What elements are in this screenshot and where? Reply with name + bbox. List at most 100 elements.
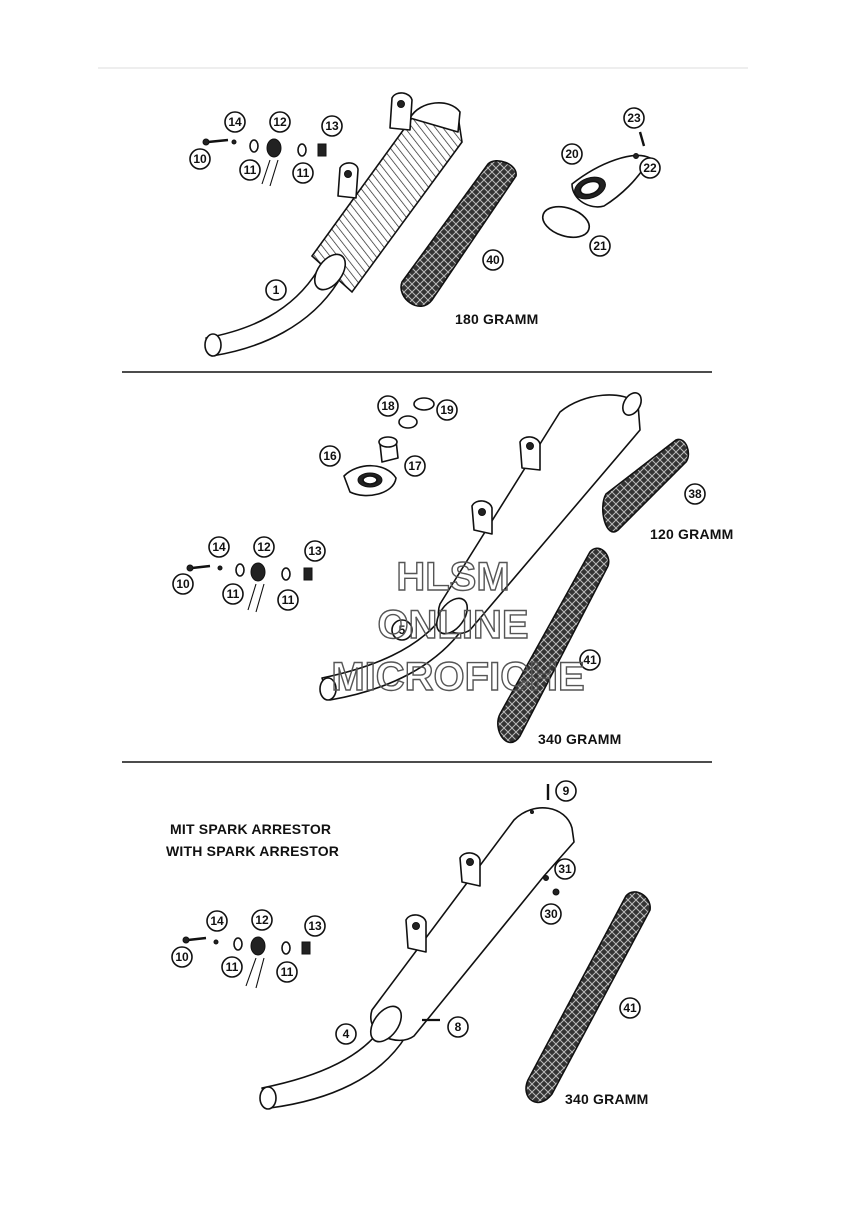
callout-21[interactable]: 21	[589, 235, 611, 257]
washer-18	[398, 415, 418, 429]
callout-11[interactable]: 11	[292, 162, 314, 184]
o-ring-19	[413, 397, 435, 411]
callout-11[interactable]: 11	[276, 961, 298, 983]
callout-5[interactable]: 5	[391, 619, 413, 641]
callout-16[interactable]: 16	[319, 445, 341, 467]
svg-text:ONLINE: ONLINE	[377, 603, 528, 647]
weight-label-180: 180 GRAMM	[455, 311, 538, 327]
callout-10[interactable]: 10	[172, 573, 194, 595]
mount-bracket-4b	[405, 914, 427, 953]
callout-14[interactable]: 14	[208, 536, 230, 558]
callout-13[interactable]: 13	[321, 115, 343, 137]
section-alt-silencer	[186, 392, 690, 744]
damping-pack-38	[602, 438, 690, 533]
callout-11[interactable]: 11	[222, 583, 244, 605]
svg-text:41: 41	[583, 653, 597, 667]
svg-text:31: 31	[558, 862, 572, 876]
callout-38[interactable]: 38	[684, 483, 706, 505]
svg-text:40: 40	[486, 253, 500, 267]
callout-12[interactable]: 12	[253, 536, 275, 558]
svg-text:21: 21	[593, 239, 607, 253]
svg-text:11: 11	[244, 163, 257, 177]
callout-31[interactable]: 31	[554, 858, 576, 880]
callout-10[interactable]: 10	[171, 946, 193, 968]
callout-12[interactable]: 12	[269, 111, 291, 133]
callout-18[interactable]: 18	[377, 395, 399, 417]
svg-text:16: 16	[323, 449, 337, 463]
svg-text:11: 11	[227, 587, 240, 601]
mount-hardware-2	[186, 562, 313, 613]
callout-10[interactable]: 10	[189, 148, 211, 170]
silencer-body-4	[370, 807, 575, 1042]
svg-text:17: 17	[408, 459, 422, 473]
callout-8[interactable]: 8	[447, 1016, 469, 1038]
svg-text:9: 9	[563, 784, 570, 798]
callout-20[interactable]: 20	[561, 143, 583, 165]
svg-text:11: 11	[226, 960, 239, 974]
svg-text:11: 11	[297, 166, 310, 180]
svg-text:5: 5	[399, 623, 406, 637]
weight-label-340-bottom: 340 GRAMM	[565, 1091, 648, 1107]
callout-11[interactable]: 11	[221, 956, 243, 978]
callout-13[interactable]: 13	[304, 915, 326, 937]
spark-arrestor-label-en: WITH SPARK ARRESTOR	[166, 843, 339, 859]
callout-9[interactable]: 9	[555, 780, 577, 802]
svg-text:30: 30	[544, 907, 558, 921]
svg-text:12: 12	[255, 913, 269, 927]
silencer-body-1	[310, 115, 463, 294]
watermark: HLSM ONLINE MICROFICHE	[331, 554, 586, 699]
svg-text:MICROFICHE: MICROFICHE	[331, 655, 584, 699]
svg-text:11: 11	[282, 593, 295, 607]
callout-19[interactable]: 19	[436, 399, 458, 421]
section-standard-silencer	[202, 92, 651, 357]
callout-30[interactable]: 30	[540, 903, 562, 925]
svg-text:18: 18	[381, 399, 395, 413]
svg-text:4: 4	[343, 1027, 350, 1041]
mount-hardware-3	[182, 936, 311, 989]
callout-41[interactable]: 41	[619, 997, 641, 1019]
callout-12[interactable]: 12	[251, 909, 273, 931]
svg-text:22: 22	[643, 161, 657, 175]
svg-text:12: 12	[273, 115, 287, 129]
svg-text:13: 13	[308, 544, 322, 558]
svg-text:13: 13	[308, 919, 322, 933]
mount-bracket-5a	[519, 436, 541, 471]
callout-40[interactable]: 40	[482, 249, 504, 271]
weight-label-120: 120 GRAMM	[650, 526, 733, 542]
callout-13[interactable]: 13	[304, 540, 326, 562]
callout-11[interactable]: 11	[277, 589, 299, 611]
svg-text:19: 19	[440, 403, 454, 417]
svg-text:10: 10	[175, 950, 189, 964]
svg-text:HLSM: HLSM	[396, 555, 509, 599]
weight-label-340-mid: 340 GRAMM	[538, 731, 621, 747]
svg-text:11: 11	[281, 965, 294, 979]
spark-arrestor-label-de: MIT SPARK ARRESTOR	[170, 821, 331, 837]
damping-pack-41-bottom	[525, 891, 651, 1104]
mount-bracket-4a	[459, 852, 481, 887]
svg-text:23: 23	[627, 111, 641, 125]
callout-4[interactable]: 4	[335, 1023, 357, 1045]
callout-11[interactable]: 11	[239, 159, 261, 181]
svg-text:10: 10	[176, 577, 190, 591]
damping-pack-41-mid	[497, 547, 610, 744]
svg-text:38: 38	[688, 487, 702, 501]
callout-14[interactable]: 14	[224, 111, 246, 133]
callout-17[interactable]: 17	[404, 455, 426, 477]
callout-1[interactable]: 1	[265, 279, 287, 301]
svg-text:14: 14	[210, 914, 224, 928]
callout-23[interactable]: 23	[623, 107, 645, 129]
svg-text:10: 10	[193, 152, 207, 166]
callout-22[interactable]: 22	[639, 157, 661, 179]
svg-text:14: 14	[228, 115, 242, 129]
callout-41[interactable]: 41	[579, 649, 601, 671]
mount-hardware-1	[202, 138, 327, 187]
section-spark-arrestor	[182, 784, 651, 1110]
svg-text:13: 13	[325, 119, 339, 133]
mount-bracket-1a	[389, 92, 413, 131]
svg-text:12: 12	[257, 540, 271, 554]
callout-14[interactable]: 14	[206, 910, 228, 932]
svg-text:41: 41	[623, 1001, 637, 1015]
svg-text:8: 8	[455, 1020, 462, 1034]
mount-bracket-1b	[337, 162, 359, 199]
